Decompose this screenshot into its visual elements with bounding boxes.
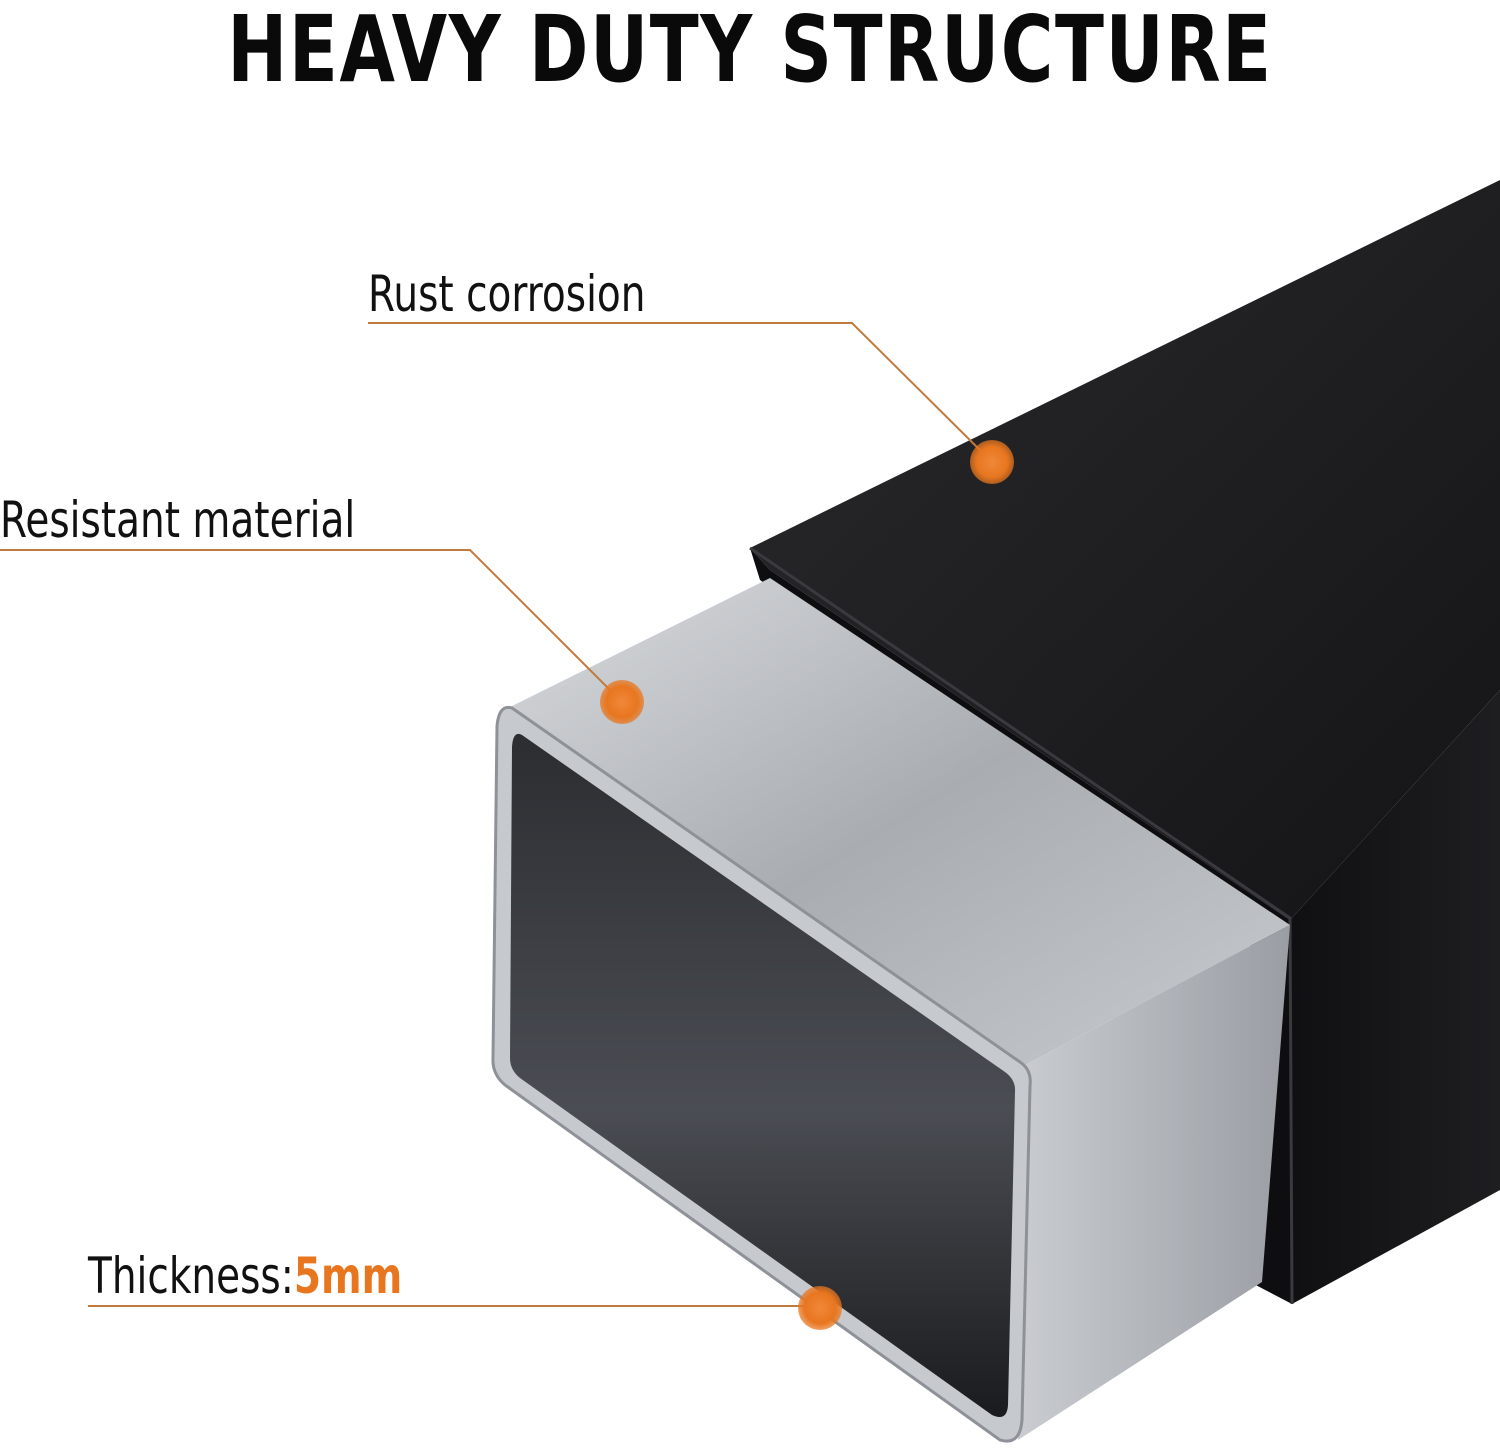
headline-title: HEAVY DUTY STRUCTURE [227, 0, 1273, 103]
thickness-value: 5mm [293, 1247, 403, 1305]
resistant-leader-line [0, 549, 623, 703]
leader-lines [0, 322, 993, 1307]
inner-steel-tube [491, 578, 1290, 1443]
thickness-label-text: Thickness: [88, 1247, 294, 1305]
rust-callout-dot [970, 440, 1014, 484]
thickness-callout-dot [798, 1286, 842, 1330]
outer-black-tube [749, 180, 1500, 1305]
thickness-label: Thickness:5mm [88, 1248, 402, 1304]
rust-leader-line [368, 322, 993, 463]
callout-dots [600, 440, 1014, 1330]
resistant-callout-dot [600, 680, 644, 724]
rust-corrosion-label: Rust corrosion [368, 265, 646, 323]
resistant-material-label: Resistant material [0, 491, 356, 549]
